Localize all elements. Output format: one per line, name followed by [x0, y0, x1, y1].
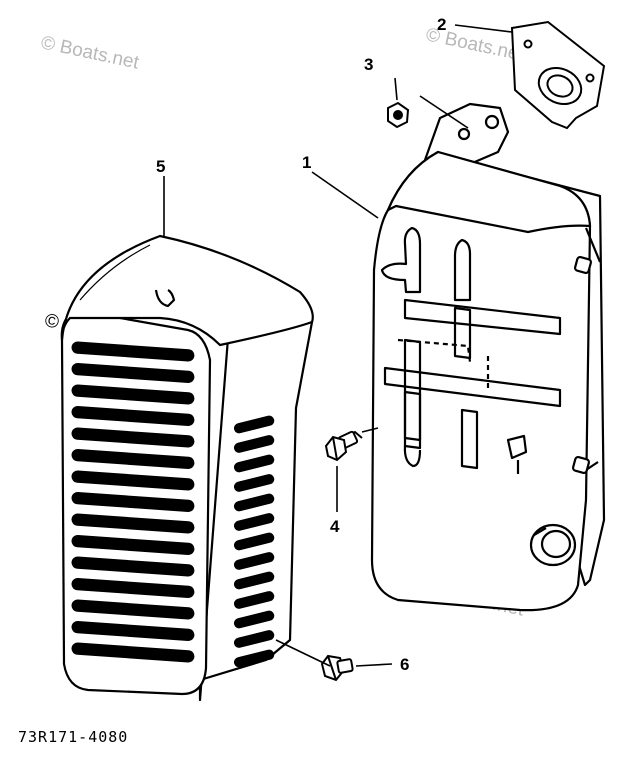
bolt-part-6: [320, 654, 354, 682]
louvre-slot-side: [233, 435, 275, 453]
louvre-slot-side: [233, 591, 275, 609]
callout-4: 4: [330, 517, 340, 536]
watermark-top-left: © Boats.net: [39, 32, 141, 73]
diagram-code: 73R171-4080: [18, 728, 129, 746]
louvre-slot: [71, 578, 195, 598]
nut-part: [387, 101, 410, 129]
louvre-slot-side: [233, 610, 275, 629]
louvre-slot: [71, 556, 195, 577]
louvre-slot-side: [233, 474, 275, 492]
bolt-part-4: [324, 430, 363, 462]
callout-1: 1: [302, 153, 311, 172]
louvre-slot-side: [233, 649, 275, 668]
louvre-slot: [71, 642, 195, 663]
leader-lines: [163, 24, 513, 667]
louvre-slot: [71, 363, 195, 383]
louvre-slot: [71, 535, 195, 555]
louvre-slot-side: [233, 454, 275, 473]
callout-3: 3: [364, 55, 373, 74]
louvre-slot-side: [233, 415, 275, 434]
cover-louvres-side: [233, 415, 275, 668]
louvre-slot: [71, 621, 195, 641]
louvre-slot-side: [233, 552, 275, 570]
callout-5: 5: [156, 157, 165, 176]
louvre-slot: [71, 384, 195, 405]
louvre-slot: [71, 406, 195, 426]
louvre-slot: [71, 449, 195, 469]
louvre-slot: [71, 599, 195, 620]
callout-numbers: 2 3 1 5 4 6: [156, 15, 446, 674]
callout-6: 6: [400, 655, 409, 674]
louvre-slot-side: [233, 630, 275, 648]
louvre-slot: [71, 427, 195, 448]
louvre-slot-side: [233, 571, 275, 590]
cover-louvres-front: [71, 341, 195, 663]
louvre-slot: [71, 470, 195, 491]
gasket-part: [510, 20, 606, 130]
louvre-slot-side: [233, 513, 275, 531]
louvre-slot: [71, 513, 195, 534]
louvre-slot: [71, 341, 195, 362]
louvre-slot-side: [233, 532, 275, 551]
louvre-slot: [71, 492, 195, 512]
callout-2: 2: [437, 15, 446, 34]
muffler-part: [370, 102, 606, 612]
louvre-slot-side: [233, 493, 275, 512]
